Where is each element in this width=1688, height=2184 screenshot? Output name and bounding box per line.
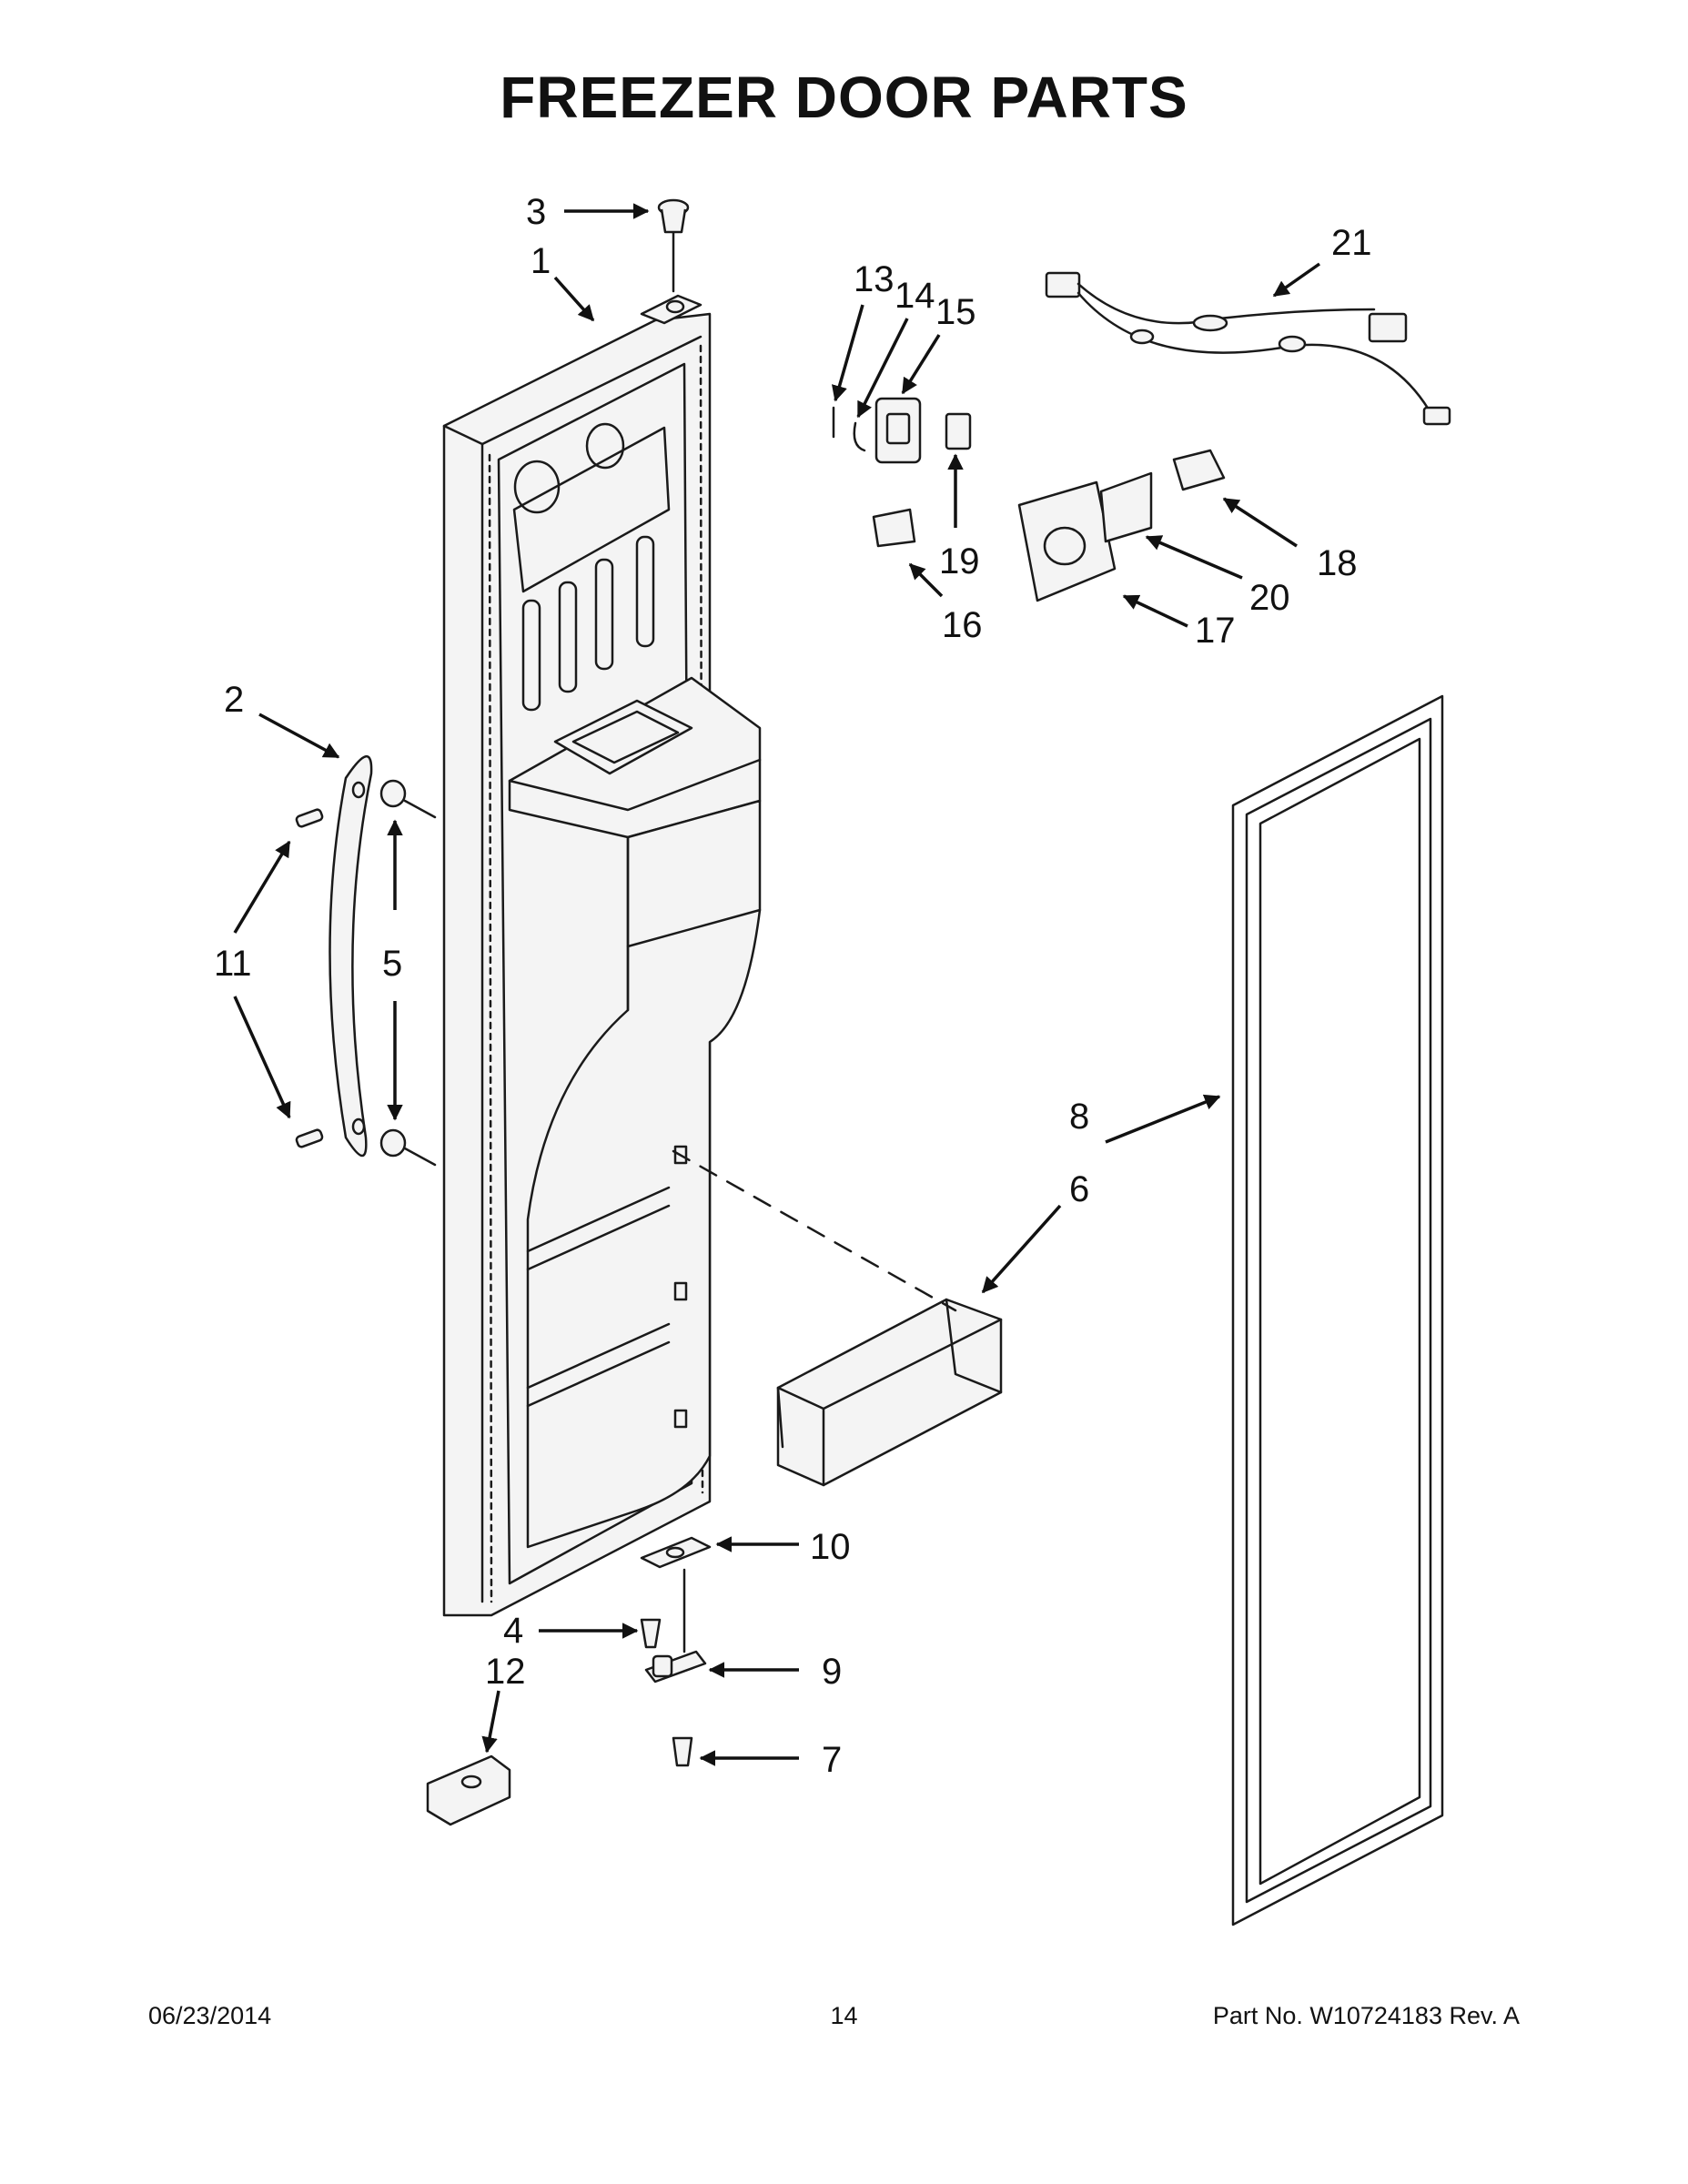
footer-part-number: Part No. W10724183 Rev. A: [1212, 2002, 1520, 2029]
freezer-door-part: [442, 294, 762, 1617]
callout-5: 5: [382, 944, 402, 984]
callout-12: 12: [485, 1652, 526, 1692]
hinge-cover-part: [426, 1754, 511, 1826]
hinge-bushing-part: [657, 198, 690, 293]
callout-10: 10: [810, 1527, 851, 1567]
callout-4: 4: [503, 1611, 523, 1651]
door-handle-part: [329, 754, 373, 1158]
door-bin-part: [776, 1298, 1003, 1487]
footer-date: 06/23/2014: [148, 2002, 272, 2029]
callout-13: 13: [854, 259, 895, 299]
hinge-screw-part: [640, 1618, 662, 1649]
callout-16: 16: [942, 605, 983, 645]
callout-7: 7: [822, 1740, 842, 1780]
footer-page-number: 14: [830, 2002, 858, 2029]
hinge-pin-part: [644, 1568, 707, 1684]
callout-8: 8: [1069, 1097, 1089, 1137]
callout-3: 3: [526, 192, 546, 232]
dispenser-control-board-parts: [1017, 449, 1226, 602]
callout-20: 20: [1249, 578, 1290, 618]
callout-15: 15: [935, 292, 976, 332]
handle-spacers-part: [379, 779, 437, 1167]
wire-harness-part: [1045, 271, 1451, 426]
callout-11: 11: [214, 944, 252, 984]
dispenser-switch-parts: [832, 397, 972, 548]
callout-21: 21: [1331, 223, 1372, 263]
callout-19: 19: [939, 541, 980, 581]
callout-6: 6: [1069, 1169, 1089, 1209]
hinge-plate-part: [640, 1536, 712, 1569]
callout-17: 17: [1195, 611, 1236, 651]
callout-9: 9: [822, 1652, 842, 1692]
callout-2: 2: [224, 680, 244, 720]
callout-1: 1: [531, 241, 551, 281]
handle-screws-part: [295, 808, 324, 1148]
callout-18: 18: [1317, 543, 1358, 583]
mounting-screw-part: [672, 1736, 693, 1767]
callout-14: 14: [895, 276, 935, 316]
door-gasket-part: [1231, 694, 1444, 1926]
page-title: FREEZER DOOR PARTS: [500, 65, 1188, 130]
